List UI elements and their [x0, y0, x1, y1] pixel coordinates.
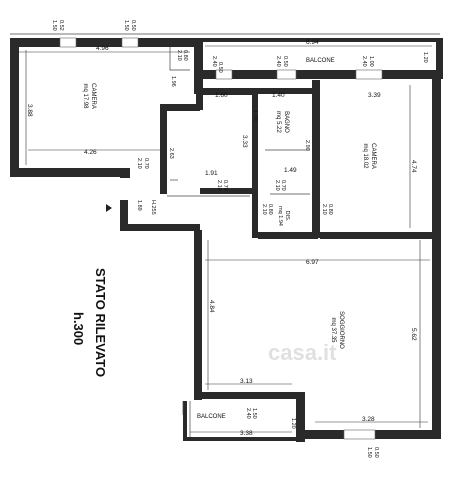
- dim-label: 0.50: [373, 447, 379, 458]
- room-labels: CAMERA mq 17.98 BAGNO mq 5.22 CAMERA mq …: [82, 58, 376, 420]
- dim-label: 1.50: [366, 447, 372, 458]
- dim-label: 6.94: [306, 39, 319, 46]
- dim-label: H.255: [150, 200, 156, 215]
- dim-label: 1.50: [251, 408, 257, 419]
- dim-label: 2.40: [361, 56, 367, 67]
- room-bagno-area: mq 5.22: [275, 111, 281, 133]
- dim-label: 0.70: [280, 180, 286, 191]
- dim-label: 3.38: [240, 430, 253, 437]
- height-note: h.300: [71, 312, 86, 345]
- plan-title: STATO RILEVATO: [93, 268, 108, 377]
- dim-label: 1.49: [284, 167, 297, 174]
- walls: [10, 38, 443, 442]
- dim-label: 1.00: [368, 56, 374, 67]
- dim-label: 0.50: [282, 56, 288, 67]
- entrance-arrow-icon: [106, 204, 112, 212]
- dim-label: 1.50: [123, 20, 129, 31]
- dim-label: 2.90: [304, 140, 310, 151]
- dim-label: 3.88: [26, 104, 33, 117]
- dim-label: 6.97: [306, 259, 319, 266]
- dim-label: 2.40: [211, 56, 217, 67]
- dim-label: 1.20: [422, 52, 428, 63]
- dim-label: 2.10: [176, 50, 182, 61]
- room-camera-left-name: CAMERA: [90, 83, 96, 109]
- dimension-lines: [19, 45, 432, 433]
- dim-label: 4.26: [84, 149, 97, 156]
- room-camera-left-area: mq 17.98: [82, 83, 88, 109]
- dim-label: 1.50: [51, 20, 57, 31]
- room-soggiorno-name: SOGGIORNO: [338, 311, 344, 349]
- dim-label: 0.80: [267, 204, 273, 215]
- room-dis-area: mq 1.94: [277, 206, 283, 226]
- dim-label: 2.10: [274, 180, 280, 191]
- dim-label: 4.74: [410, 160, 417, 173]
- dim-label: 0.80: [327, 204, 333, 215]
- dim-label: 5.62: [410, 328, 417, 341]
- dim-label: 1.20: [290, 418, 296, 429]
- dim-label: 0.70: [222, 180, 228, 191]
- openings: [10, 33, 440, 440]
- room-balcone-top: BALCONE: [306, 58, 335, 64]
- dim-label: 3.28: [362, 416, 375, 423]
- dimension-labels-vertical: 0.52 1.50 0.50 1.50 1.20 3.88 1.96 0.80 …: [26, 20, 428, 458]
- dim-label: 4.96: [96, 45, 109, 52]
- room-camera-right-name: CAMERA: [370, 143, 376, 169]
- dim-label: 2.10: [136, 158, 142, 169]
- dim-label: 2.10: [321, 204, 327, 215]
- dim-label: 1.70: [252, 110, 258, 121]
- dim-label: 4.84: [208, 300, 215, 313]
- dim-label: 3.13: [240, 378, 253, 385]
- dim-label: 0.50: [217, 62, 223, 73]
- dim-label: 2.63: [168, 148, 174, 159]
- watermark-logo: casa.it: [268, 340, 337, 365]
- dim-label: 1.96: [170, 76, 176, 87]
- room-dis-name: DIS.: [284, 211, 290, 222]
- dim-label: 2.40: [275, 56, 281, 67]
- dim-label: 2.10: [216, 180, 222, 191]
- dim-label: 1.91: [205, 170, 218, 177]
- dim-label: 0.52: [58, 20, 64, 31]
- dim-label: 0.50: [130, 20, 136, 31]
- dim-label: 1.89: [136, 200, 142, 211]
- dim-label: 2.40: [245, 408, 251, 419]
- room-balcone-bottom: BALCONE: [197, 414, 226, 420]
- dimension-labels-horizontal: 4.96 6.94 1.60 1.40 3.39 4.26 1.91 1.49 …: [84, 39, 381, 437]
- dim-label: 0.70: [143, 158, 149, 169]
- dim-label: 3.33: [241, 135, 248, 148]
- dim-label: 0.80: [182, 50, 188, 61]
- room-soggiorno-area: mq 37.35: [330, 317, 336, 343]
- dim-label: 1.60: [215, 92, 228, 99]
- room-bagno-name: BAGNO: [283, 111, 289, 133]
- room-camera-right-area: mq 18.02: [362, 143, 368, 169]
- dim-label: 1.40: [272, 92, 285, 99]
- dim-label: 3.39: [368, 92, 381, 99]
- dim-label: 2.10: [261, 204, 267, 215]
